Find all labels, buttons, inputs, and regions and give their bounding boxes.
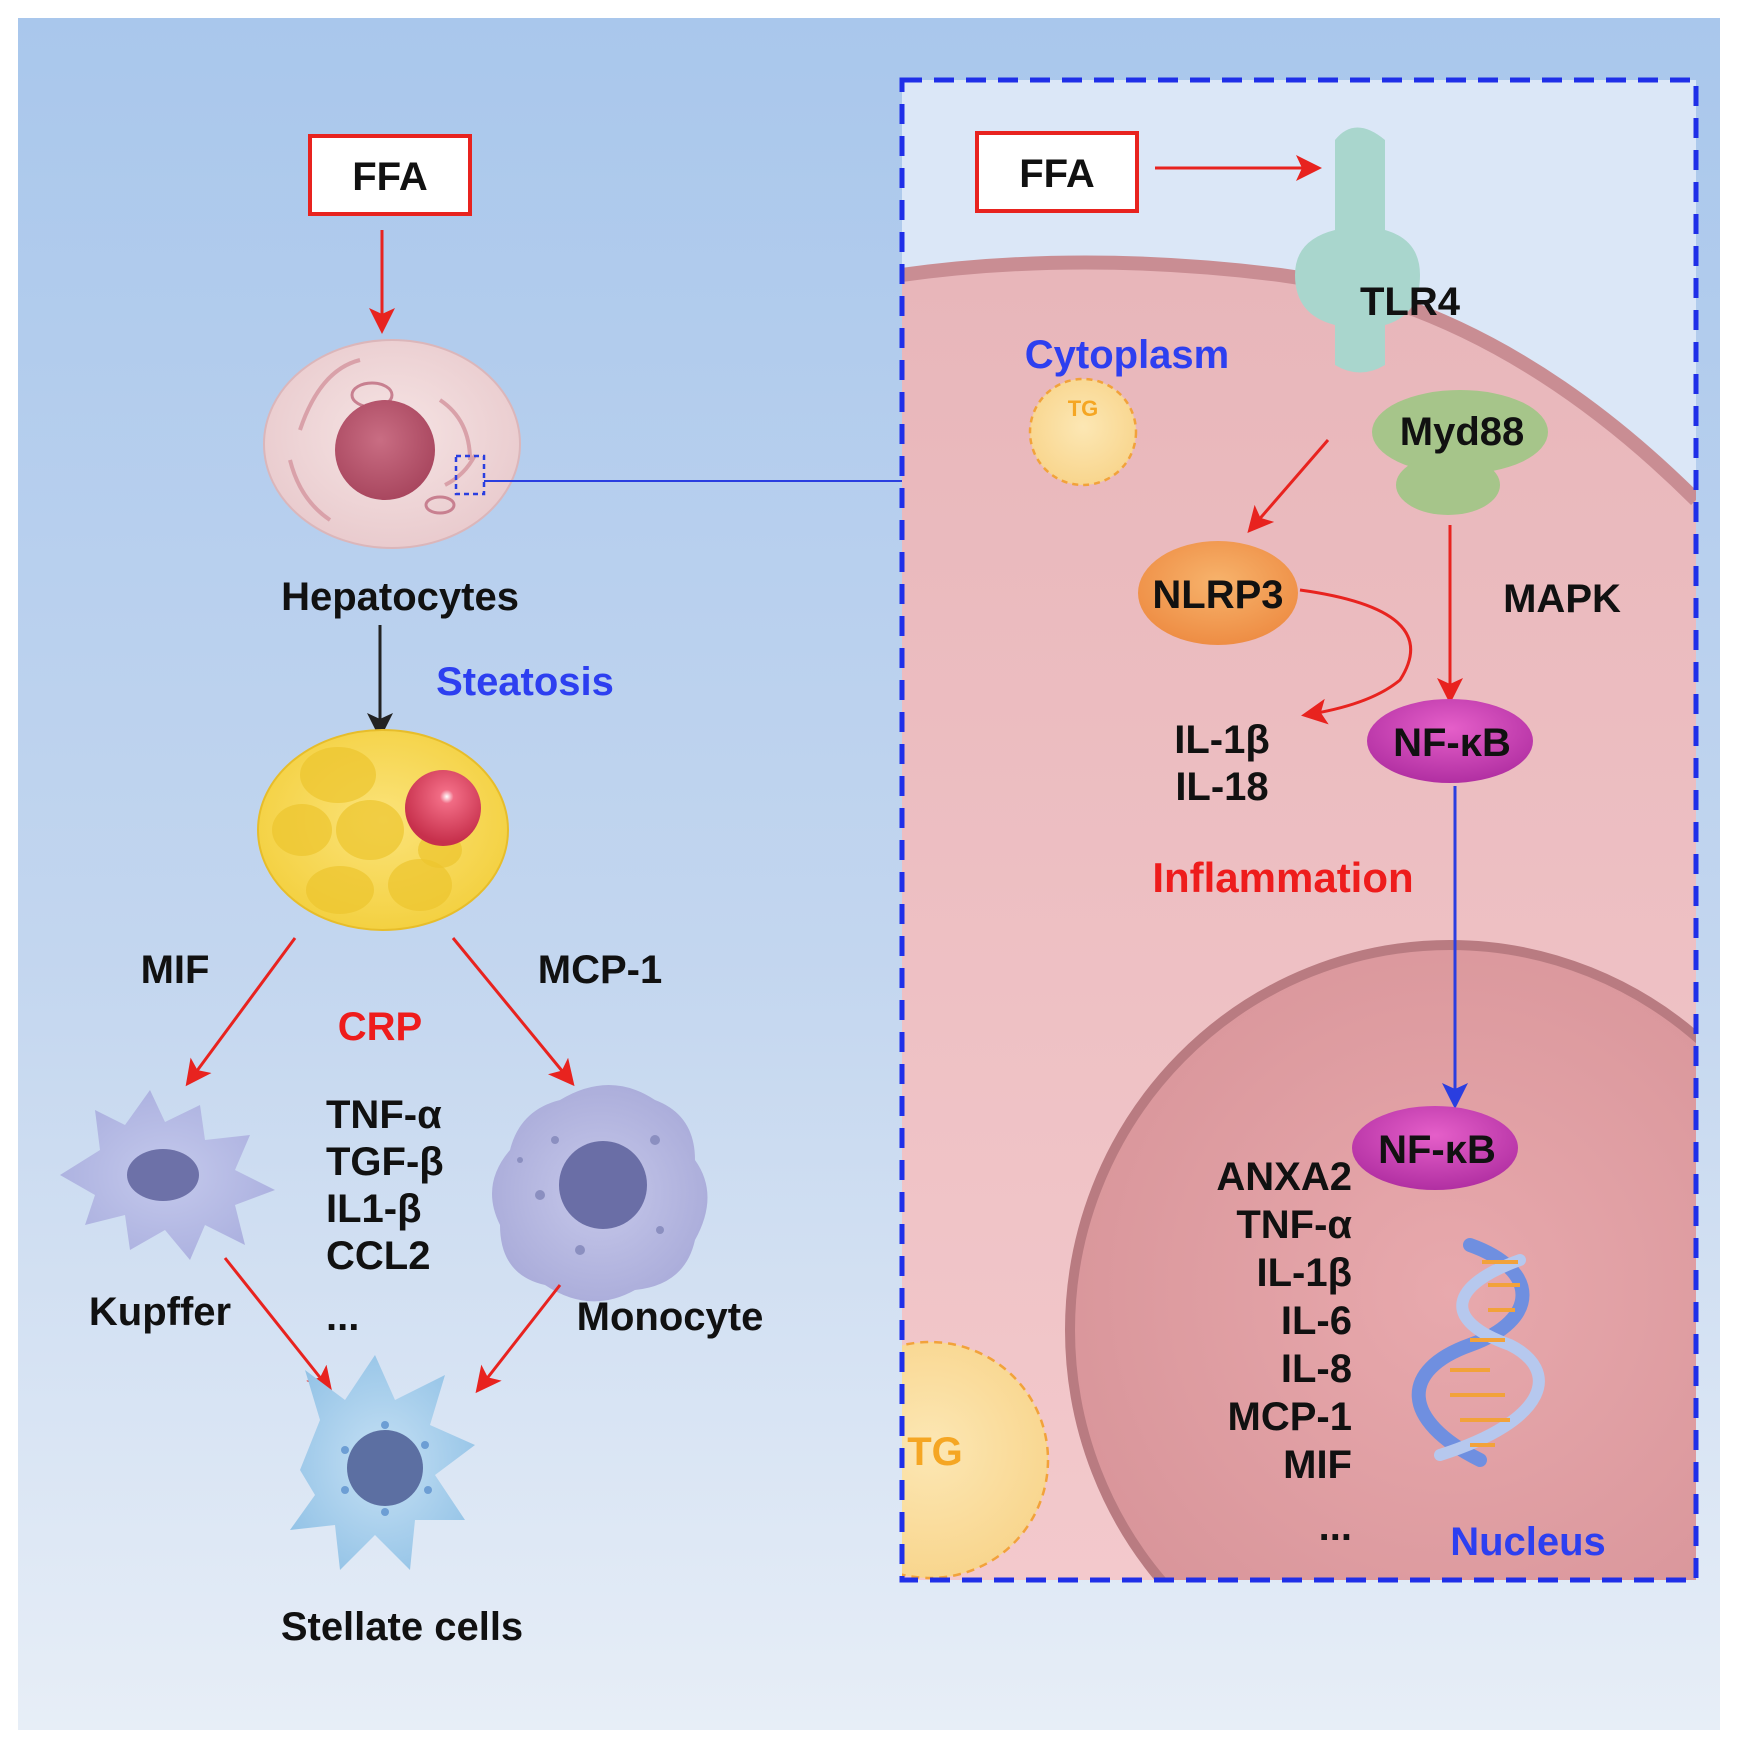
nucleus-label: Nucleus [1450, 1520, 1606, 1564]
cytokine-item: TNF-α [326, 1093, 442, 1137]
il1b-label: IL-1β [1174, 718, 1270, 762]
crp-label: CRP [338, 1005, 422, 1049]
ffa-label-left: FFA [352, 155, 428, 199]
mapk-label: MAPK [1503, 577, 1621, 621]
right-panel: TG FFA TLR4 Cytoplasm TG Myd88 NLRP3 MAP… [899, 77, 1699, 1583]
arrow-steatosis-to-monocyte [451, 937, 575, 1087]
nfkb-nucleus-label: NF-κB [1378, 1128, 1496, 1172]
hepatocyte-nucleus [335, 400, 435, 500]
cell-membrane [902, 255, 1696, 505]
nfkb-nucleus-node [1352, 1106, 1518, 1190]
nucleus-region [1065, 940, 1696, 1580]
tg-large-label: TG [907, 1430, 963, 1474]
steatotic-nucleus [405, 770, 481, 846]
left-panel: FFA Hepatocytes Steatosis [60, 134, 904, 1649]
gene-ellipsis: ... [1319, 1505, 1352, 1549]
ffa-box-right [975, 131, 1139, 213]
zoom-indicator-box [454, 454, 486, 496]
arrow-monocyte-to-stellate [475, 1284, 562, 1394]
stellate-cell [290, 1355, 475, 1570]
steatotic-cell [257, 729, 509, 931]
arrow-kupffer-to-stellate [223, 1257, 333, 1394]
tg-droplet-small [1028, 377, 1138, 487]
myd88-adaptor [1372, 390, 1548, 515]
myd88-label: Myd88 [1400, 410, 1525, 454]
inflammation-label: Inflammation [1152, 854, 1413, 901]
mif-label: MIF [141, 948, 210, 992]
il18-label: IL-18 [1175, 765, 1268, 809]
cytokine-item: CCL2 [326, 1234, 430, 1278]
ffa-box-left [308, 134, 472, 216]
hepatocytes-label: Hepatocytes [281, 575, 519, 619]
arrow-nlrp3-to-il1b [1299, 588, 1412, 725]
nfkb-label: NF-κB [1393, 721, 1511, 765]
gene-item: TNF-α [1236, 1203, 1352, 1247]
kupffer-label: Kupffer [89, 1290, 231, 1334]
gene-item: ANXA2 [1216, 1155, 1352, 1199]
gene-item: IL-6 [1281, 1299, 1352, 1343]
tlr4-receptor [1295, 127, 1420, 373]
zoom-panel-border [899, 77, 1699, 1583]
hepatocyte-cell [263, 339, 521, 549]
cytoplasm-label: Cytoplasm [1025, 333, 1230, 377]
dna-helix-icon [1411, 1238, 1545, 1467]
ffa-label-right: FFA [1019, 152, 1095, 196]
arrow-myd88-to-nlrp3 [1247, 439, 1330, 534]
arrow-steatosis-to-kupffer [185, 937, 297, 1087]
cytokine-item: IL1-β [326, 1187, 422, 1231]
cytokine-item: TGF-β [326, 1140, 444, 1184]
gene-item: IL-1β [1256, 1251, 1352, 1295]
monocyte-label: Monocyte [577, 1295, 764, 1339]
tg-label: TG [1068, 396, 1099, 421]
kupffer-cell [60, 1090, 275, 1260]
nlrp3-node [1138, 541, 1298, 645]
steatosis-label: Steatosis [436, 660, 614, 704]
nlrp3-label: NLRP3 [1152, 573, 1283, 617]
monocyte-cell [492, 1085, 708, 1302]
tlr4-label: TLR4 [1360, 280, 1461, 324]
gene-item: MIF [1283, 1443, 1352, 1487]
stellate-label: Stellate cells [281, 1605, 523, 1649]
gene-item: IL-8 [1281, 1347, 1352, 1391]
gene-item: MCP-1 [1228, 1395, 1352, 1439]
cytokine-ellipsis: ... [326, 1295, 359, 1339]
mcp1-label: MCP-1 [538, 948, 662, 992]
nfkb-cytoplasm-node [1367, 699, 1533, 783]
